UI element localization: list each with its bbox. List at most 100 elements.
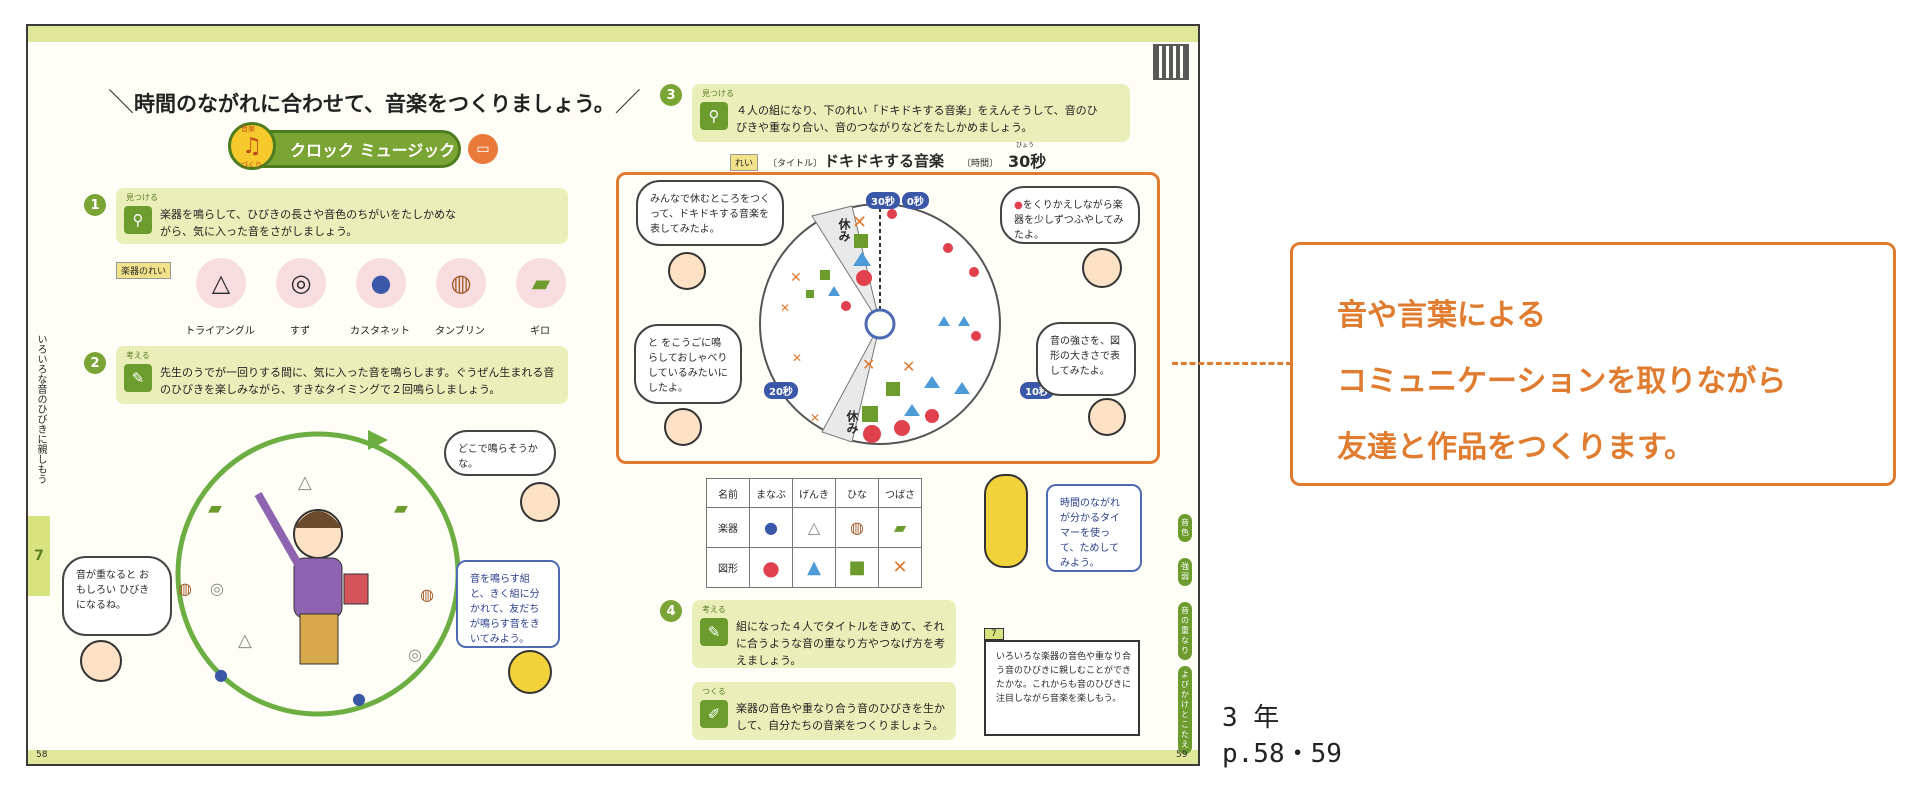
computer-icon[interactable]: ▭	[468, 134, 498, 164]
example-time-label: 〔時間〕	[962, 159, 999, 169]
instrument-label: すず	[290, 326, 310, 337]
clock-label-0: 0秒	[901, 192, 929, 209]
table-header: まなぶ	[749, 478, 793, 508]
svg-text:✕: ✕	[790, 270, 802, 286]
instrument-label: ギロ	[530, 326, 550, 337]
girl-avatar	[80, 640, 122, 682]
svg-text:◎: ◎	[210, 579, 224, 598]
svg-text:◍: ◍	[178, 579, 192, 598]
square-shape-icon: ■	[835, 547, 879, 588]
svg-text:✕: ✕	[862, 355, 875, 374]
girl-clock-avatar	[664, 408, 702, 446]
instruments-label: 楽器のれい	[116, 262, 172, 279]
cross-shape-icon: ✕	[878, 547, 922, 588]
page-range: p.58・59	[1222, 739, 1342, 769]
step-1-tag: 見つける	[126, 193, 158, 202]
tab-timbre[interactable]: 音色	[1178, 514, 1192, 542]
table-row-label: 図形	[706, 547, 750, 588]
step-2-tag: 考える	[126, 351, 150, 360]
circle-illustration: ▰ ▰ △ ◍ ◎ ◍ ● △ ◎ ●	[175, 430, 461, 717]
tab-overlap[interactable]: 音の重なり	[1178, 602, 1192, 660]
instrument-tambourine: ◍	[436, 258, 486, 308]
magnifier-icon: ⚲	[700, 102, 728, 130]
table-header: ひな	[835, 478, 879, 508]
svg-text:▰: ▰	[394, 498, 408, 519]
triangle-icon: △	[792, 507, 836, 548]
step-3-card: 見つける ⚲ ４人の組になり、下のれい「ドキドキする音楽」をえんそうして、音のひ…	[692, 84, 1130, 142]
tab-dynamics[interactable]: 強弱	[1178, 558, 1192, 586]
pencil-icon: ✐	[700, 700, 728, 728]
clock-diagram: ✕ ✕ ✕ ✕ ✕ ✕ ✕	[759, 203, 1001, 445]
step-2-text: 先生のうでが一回りする間に、気に入った音を鳴らします。ぐうぜん生まれる音のひびき…	[160, 366, 555, 396]
qr-code-icon[interactable]	[1153, 44, 1189, 80]
boy-glasses-avatar	[1082, 248, 1122, 288]
clock-rest-bottom: 休み	[845, 410, 859, 434]
instrument-label: トライアングル	[185, 326, 255, 337]
svg-text:✕: ✕	[780, 301, 790, 315]
tambourine-icon: ◍	[436, 258, 486, 308]
clock-label-30: 30秒	[866, 192, 900, 209]
step-2-card: 考える ✎ 先生のうでが一回りする間に、気に入った音を鳴らします。ぐうぜん生まれ…	[116, 346, 568, 404]
svg-text:✕: ✕	[902, 357, 915, 376]
bubble-where: どこで鳴らそうかな。	[444, 430, 556, 476]
activity-tag-bottom: づくり	[241, 161, 262, 169]
table-header: げんき	[792, 478, 836, 508]
step-5-tag: つくる	[702, 687, 726, 696]
step-3-number: 3	[660, 84, 682, 106]
example-title-label: 〔タイトル〕	[768, 159, 823, 169]
callout-text: 音や言葉による コミュニケーションを取りながら 友達と作品をつくります。	[1337, 283, 1786, 481]
example-time: 30秒	[1008, 152, 1047, 171]
example-time-ruby: びょう	[1016, 142, 1035, 149]
boy-pointing-avatar	[1088, 398, 1126, 436]
bells-icon: ◎	[276, 258, 326, 308]
top-band	[28, 26, 1198, 42]
step-4-text: 組になった４人でタイトルをきめて、それに合うような音の重なり方やつなげ方を考えま…	[736, 620, 945, 667]
table-header: 名前	[706, 478, 750, 508]
tab-call-response[interactable]: よびかけとこたえ	[1178, 666, 1192, 754]
page-heading: ＼時間のながれに合わせて、音楽をつくりましょう。／	[108, 88, 641, 118]
table-row: 楽器 ● △ ◍ ▰	[706, 507, 922, 548]
tambourine-icon: ◍	[835, 507, 879, 548]
callout-connector	[1172, 362, 1292, 365]
table-row: 名前 まなぶ げんき ひな つばさ	[706, 478, 922, 508]
page-number-right: 59	[1176, 750, 1188, 760]
instrument-bells: ◎	[276, 258, 326, 308]
music-note-icon: ♫	[228, 122, 276, 170]
step-4-card: 考える ✎ 組になった４人でタイトルをきめて、それに合うような音の重なり方やつな…	[692, 600, 956, 668]
side-caption: いろいろな音のひびきに親しもう	[35, 334, 46, 484]
step-2-number: 2	[84, 352, 106, 374]
example-chip: れい	[730, 154, 759, 171]
svg-text:◎: ◎	[408, 645, 422, 664]
instrument-guiro: ▰	[516, 258, 566, 308]
roles-table: 名前 まなぶ げんき ひな つばさ 楽器 ● △ ◍ ▰ 図形 ● ▲ ■ ✕	[706, 478, 922, 588]
callout-line-3: 友達と作品をつくります。	[1337, 430, 1694, 465]
svg-text:△: △	[238, 630, 252, 651]
mouse-mascot-icon	[508, 650, 552, 694]
bubble-overlap: 音が重なると おもしろい ひびきになるね。	[62, 556, 172, 636]
castanets-icon: ●	[356, 258, 406, 308]
instrument-castanets: ●	[356, 258, 406, 308]
callout-box: 音や言葉による コミュニケーションを取りながら 友達と作品をつくります。	[1290, 242, 1896, 486]
clock-top-labels: 30秒 0秒	[866, 192, 929, 209]
bubble-timer: 時間のながれが分かるタイマーを使って、ためしてみよう。	[1046, 484, 1142, 572]
bottom-band	[28, 750, 1198, 764]
textbook-spread: いろいろな音のひびきに親しもう 7 ＼時間のながれに合わせて、音楽をつくりましょ…	[26, 24, 1200, 766]
svg-text:◍: ◍	[420, 585, 434, 604]
guiro-icon: ▰	[516, 258, 566, 308]
step-4-number: 4	[660, 600, 682, 622]
svg-text:●: ●	[214, 665, 228, 684]
svg-text:✕: ✕	[810, 411, 820, 425]
bubble-group: 音を鳴らす組と、きく組に分かれて、友だちが鳴らす音をきいてみよう。	[456, 560, 560, 648]
svg-text:△: △	[298, 472, 312, 493]
table-header: つばさ	[878, 478, 922, 508]
mouse-mascot-icon	[984, 474, 1028, 568]
example-highlight-box	[616, 172, 1160, 464]
triangle-icon: △	[196, 258, 246, 308]
svg-text:●: ●	[352, 689, 366, 708]
bubble-rest: みんなで休むところをつくって、ドキドキする音楽を表してみたよ。	[636, 180, 784, 246]
triangle-shape-icon: ▲	[792, 547, 836, 588]
clock-label-20: 20秒	[764, 382, 798, 399]
heading-text: 時間のながれに合わせて、音楽をつくりましょう。	[134, 92, 615, 116]
instrument-triangle: △	[196, 258, 246, 308]
step-4-tag: 考える	[702, 605, 726, 614]
